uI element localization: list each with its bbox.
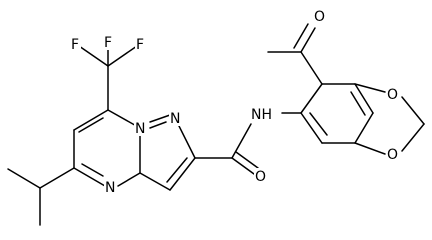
bond bbox=[309, 112, 328, 136]
atom-f-left: F bbox=[71, 37, 79, 53]
bond bbox=[117, 172, 141, 187]
atom-o-dioxole-top: O bbox=[387, 87, 398, 103]
atom-n-pyrimidine: N bbox=[105, 180, 115, 196]
atom-f-top: F bbox=[104, 35, 112, 51]
bond bbox=[231, 123, 252, 159]
atom-nh-amide: NH bbox=[251, 107, 272, 123]
bond bbox=[401, 96, 425, 125]
atom-labels: F F F N N N O NH O O O bbox=[70, 8, 399, 196]
atom-n-bridge: N bbox=[135, 121, 145, 137]
bond bbox=[300, 83, 323, 114]
bond bbox=[354, 83, 374, 114]
bond bbox=[73, 167, 106, 187]
bond bbox=[73, 109, 109, 131]
bond bbox=[78, 45, 109, 67]
bond bbox=[354, 83, 386, 93]
bond bbox=[235, 151, 259, 169]
atom-o-acetyl: O bbox=[314, 9, 325, 25]
atom-o-carbonyl: O bbox=[255, 169, 266, 185]
molecule-structure-diagram: F F F N N N O NH O O O bbox=[7, 8, 425, 226]
atom-n-pyrazole: N bbox=[170, 111, 180, 127]
bond bbox=[39, 167, 75, 189]
bond bbox=[350, 91, 366, 116]
bond bbox=[78, 117, 104, 133]
atom-o-dioxole-bottom: O bbox=[387, 147, 398, 163]
bond bbox=[300, 27, 316, 53]
bond bbox=[149, 114, 171, 123]
bond bbox=[401, 123, 425, 152]
bond bbox=[231, 157, 255, 175]
bonds bbox=[7, 23, 425, 226]
bond bbox=[169, 157, 196, 191]
bond bbox=[107, 45, 138, 67]
bond bbox=[81, 163, 104, 177]
bond bbox=[300, 112, 323, 144]
bond bbox=[139, 172, 171, 191]
bond bbox=[354, 142, 386, 155]
bond bbox=[177, 123, 196, 159]
bond bbox=[300, 51, 323, 85]
bond bbox=[166, 157, 188, 183]
bond bbox=[354, 112, 374, 144]
bond bbox=[149, 121, 167, 129]
bond bbox=[293, 23, 309, 49]
bond bbox=[7, 168, 41, 189]
atom-f-right: F bbox=[136, 37, 144, 53]
